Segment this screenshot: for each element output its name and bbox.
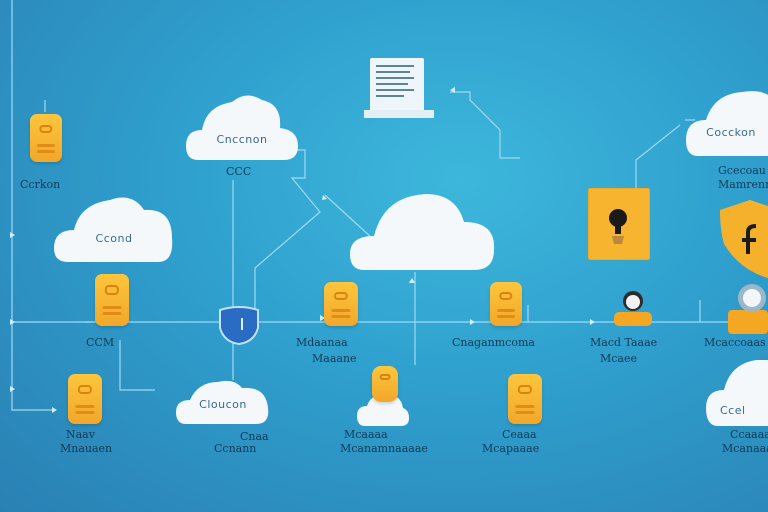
cloud-icon [706,360,768,426]
user-icon [612,290,654,326]
node-label: Mcanamnaaaae [340,442,428,455]
database-tile-icon [68,374,102,424]
node-label: Maaane [312,352,357,365]
cloud-label: Ccel [720,404,746,417]
database-tile-icon [490,282,522,326]
node-label: Mdaanaa [296,336,348,349]
cloud-center [350,192,496,272]
cloud-icon [357,394,409,426]
node-label: Cnaganmcoma [452,336,535,349]
database-tile-icon [324,282,358,326]
cloud-label: Cnccnon [216,133,268,146]
cloud-label: Cloucon [199,398,247,411]
user-icon [728,280,768,334]
cloud-sublabel: CCC [226,165,252,178]
cloud-icon [176,380,269,424]
node-label: Gcecoau [718,164,766,177]
node-label: Mcaccoaas [704,336,766,349]
node-label: Ccaaaa [730,428,768,441]
node-label: Mcaaaa [344,428,388,441]
node-label: Ccnann [214,442,257,455]
node-label: Mcaee [600,352,638,365]
shield-small-icon [216,306,262,346]
node-label: Mcapaaae [482,442,540,455]
node-label: Ccrkon [20,178,61,191]
node-label: Mnauaen [60,442,113,455]
lock-icon [587,187,651,261]
node-label: Ceaaa [502,428,537,441]
document-icon [364,58,436,118]
shield-icon [720,200,768,280]
node-label: Mamrenn [718,178,768,191]
cloud-icon [350,194,495,270]
cloud-icon [54,197,173,262]
cloud-bottom-left: Cloucon [176,378,270,426]
cloud-label: Cocckon [706,126,756,139]
database-tile-icon [508,374,542,424]
cloud-icon [186,95,298,160]
node-label: Cnaa [240,430,269,443]
cloud-label: Ccond [95,232,133,245]
cloud-mid-left: Ccond [54,194,174,264]
node-label: Macd Taaae [590,336,658,349]
node-label: CCM [86,336,115,349]
cloud-bottom-right: Ccel [706,356,768,428]
cloud-small-under-lock [357,392,409,428]
cloud-top-right: Cocckon [686,88,768,158]
database-tile-icon [372,366,398,402]
node-label: Naav [66,428,95,441]
cloud-icon [686,91,768,156]
database-tile-icon [30,114,62,162]
cloud-top-left: Cnccnon [186,90,298,162]
database-tile-icon [95,274,129,326]
node-label: Mcanaaaa [722,442,768,455]
